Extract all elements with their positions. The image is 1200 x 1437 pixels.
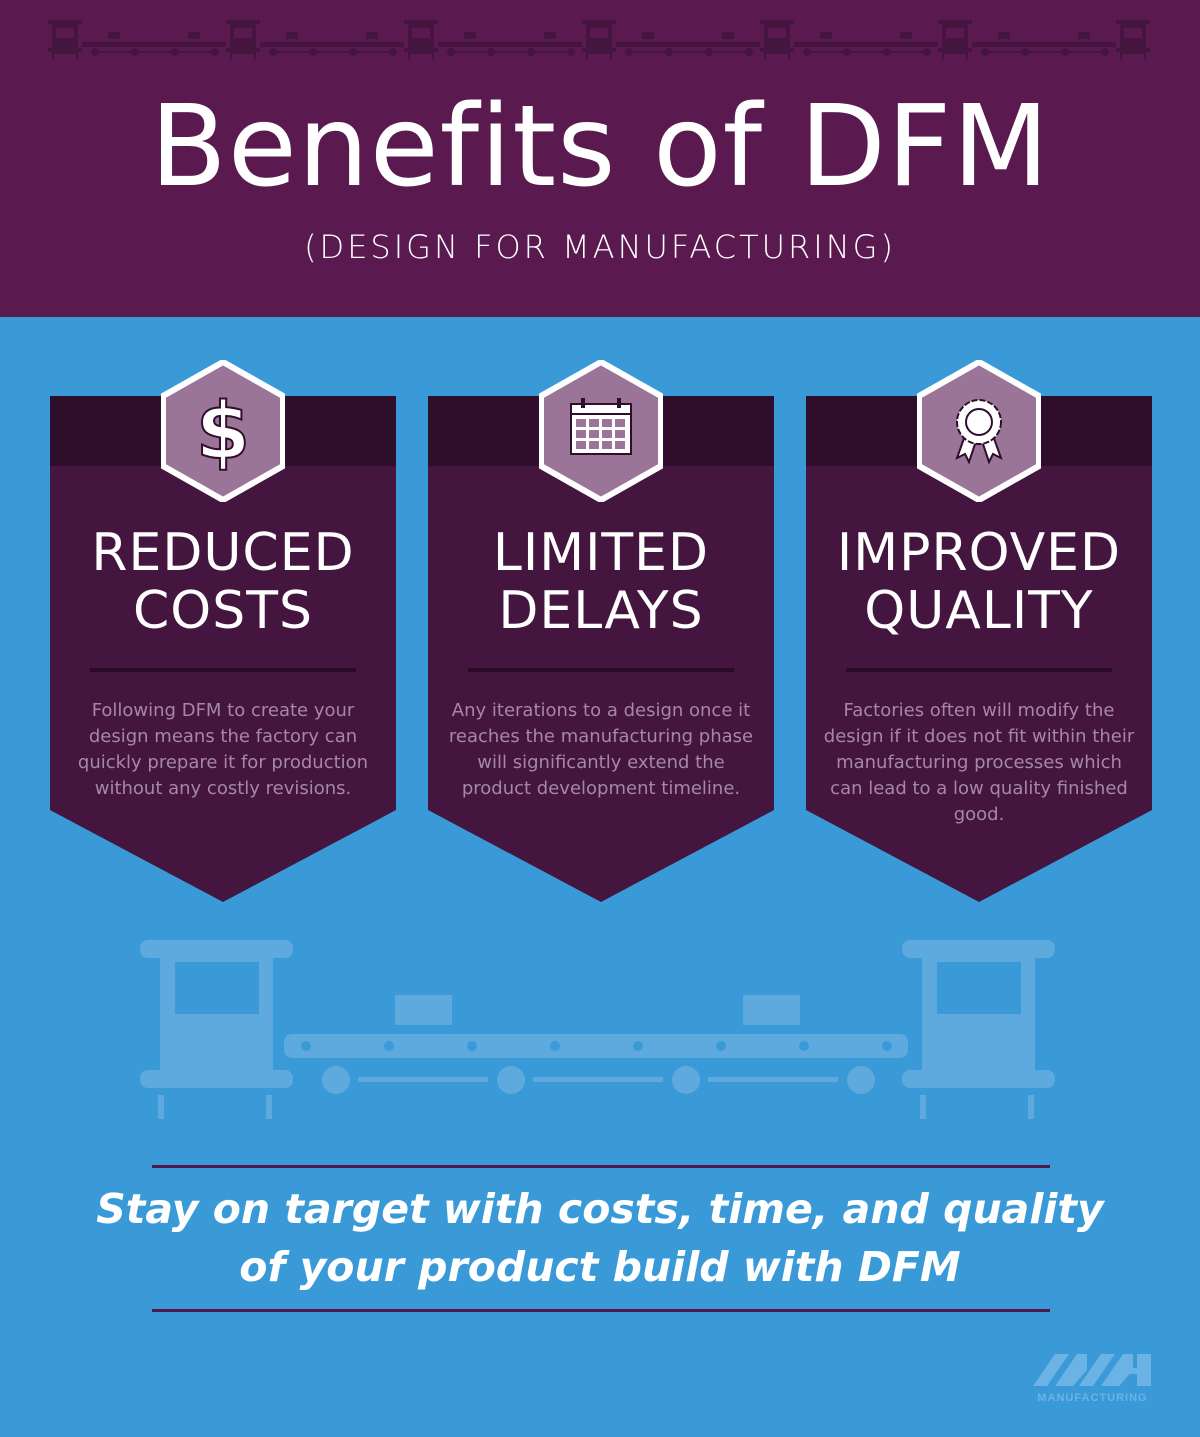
logo-mark (1032, 1354, 1151, 1386)
tagline: Stay on target with costs, time, and qua… (96, 1185, 1104, 1291)
award-ribbon-icon (917, 360, 1041, 502)
card-description: Following DFM to create your design mean… (77, 700, 369, 799)
svg-text:$: $ (196, 387, 250, 477)
page-subtitle: (DESIGN FOR MANUFACTURING) (304, 228, 896, 266)
divider-top (152, 1165, 1050, 1168)
conveyor-pattern (48, 20, 1150, 60)
card-description: Any iterations to a design once it reach… (448, 700, 754, 799)
divider-bottom (152, 1309, 1050, 1312)
divider (468, 668, 734, 672)
dollar-icon: $ (161, 360, 285, 502)
company-logo: MANUFACTURING (1030, 1350, 1155, 1404)
card-description: Factories often will modify the design i… (823, 700, 1135, 825)
page-title: Benefits of DFM (150, 82, 1050, 212)
divider (90, 668, 356, 672)
divider (846, 668, 1112, 672)
calendar-icon (539, 360, 663, 502)
conveyor-illustration (140, 940, 1055, 1119)
header-banner: Benefits of DFM (DESIGN FOR MANUFACTURIN… (0, 0, 1200, 317)
